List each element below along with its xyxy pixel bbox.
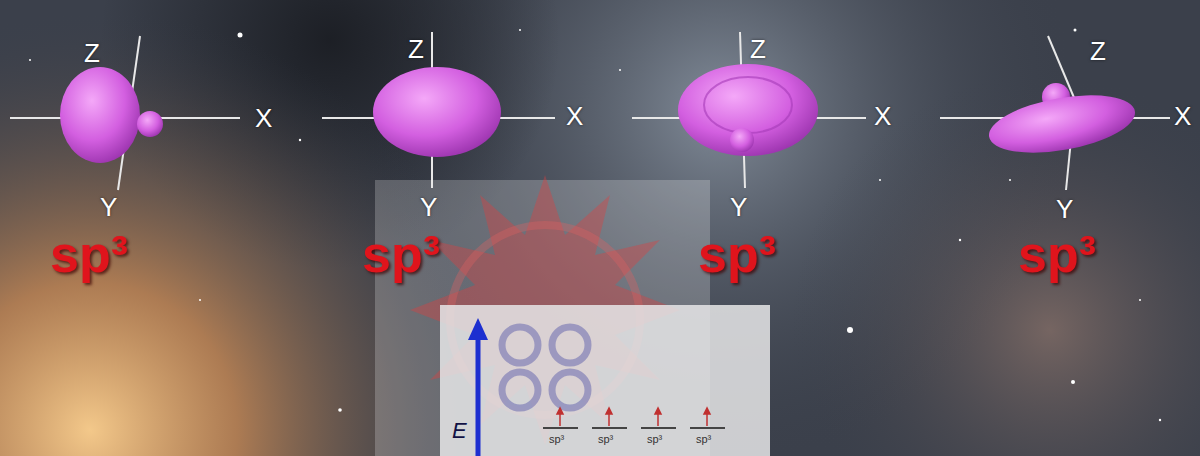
orbital-name: sp³ [50,228,128,280]
axis-label: X [1174,103,1191,129]
axis-label: Y [420,194,437,220]
level-label: sp³ [696,434,711,445]
axis-label: X [566,103,583,129]
axis-label: Z [84,40,100,66]
axis-label: X [874,103,891,129]
level-label: sp³ [647,434,662,445]
axis-label: Y [100,194,117,220]
axis-label: Z [750,36,766,62]
energy-axis-label: E [452,420,467,442]
axis-label: Z [1090,38,1106,64]
axis-label: Y [730,194,747,220]
axis-label: Z [408,36,424,62]
axis-label: X [255,105,272,131]
level-label: sp³ [598,434,613,445]
orbital-name: sp³ [362,228,440,280]
axis-label: Y [1056,196,1073,222]
orbital-name: sp³ [1018,228,1096,280]
orbital-name: sp³ [698,228,776,280]
level-label: sp³ [549,434,564,445]
